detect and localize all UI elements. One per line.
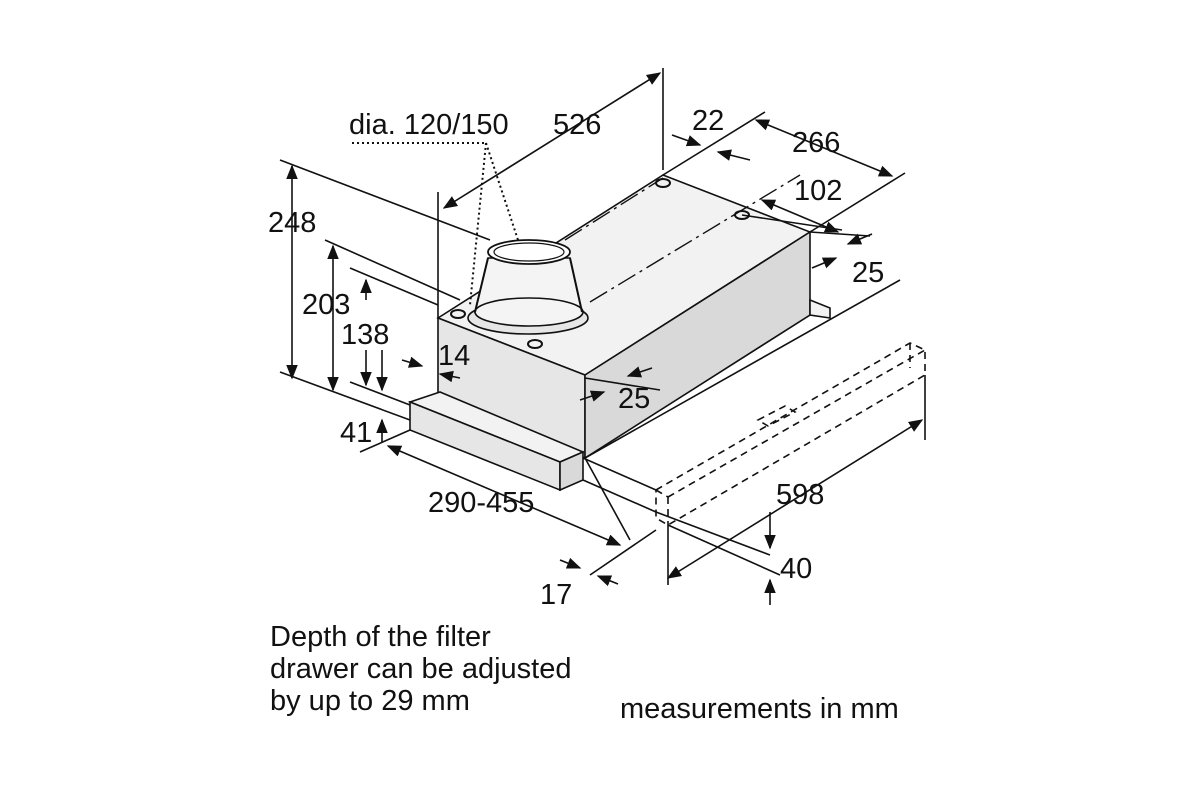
dim-22-label: 22 <box>692 105 724 137</box>
dimension-arrows <box>286 72 924 605</box>
dim-17-label: 17 <box>540 579 572 611</box>
filter-note-line1: Depth of the filter <box>270 621 491 653</box>
duct-collar <box>467 239 589 335</box>
dim-598-label: 598 <box>776 479 824 511</box>
filter-note-line2: drawer can be adjusted <box>270 653 571 685</box>
dim-25-mid-label: 25 <box>618 383 650 415</box>
dim-290-455-label: 290-455 <box>428 487 534 519</box>
dim-138-label: 138 <box>341 319 389 351</box>
dim-41-label: 41 <box>340 417 372 449</box>
centerline <box>589 174 801 303</box>
dim-25-top-label: 25 <box>852 257 884 289</box>
mount-hole <box>450 309 466 319</box>
mount-hole <box>527 339 543 349</box>
dim-203-label: 203 <box>302 289 350 321</box>
dim-526-label: 526 <box>553 109 601 141</box>
mount-hole <box>734 210 750 220</box>
filter-note-line3: by up to 29 mm <box>270 685 470 717</box>
units-note: measurements in mm <box>620 693 899 725</box>
dim-14-label: 14 <box>438 340 470 372</box>
centerline <box>564 177 664 241</box>
dim-248-label: 248 <box>268 207 316 239</box>
dim-102-label: 102 <box>794 175 842 207</box>
duct-diameter-label: dia. 120/150 <box>349 109 509 141</box>
dim-266-label: 266 <box>792 127 840 159</box>
dim-40-label: 40 <box>780 553 812 585</box>
